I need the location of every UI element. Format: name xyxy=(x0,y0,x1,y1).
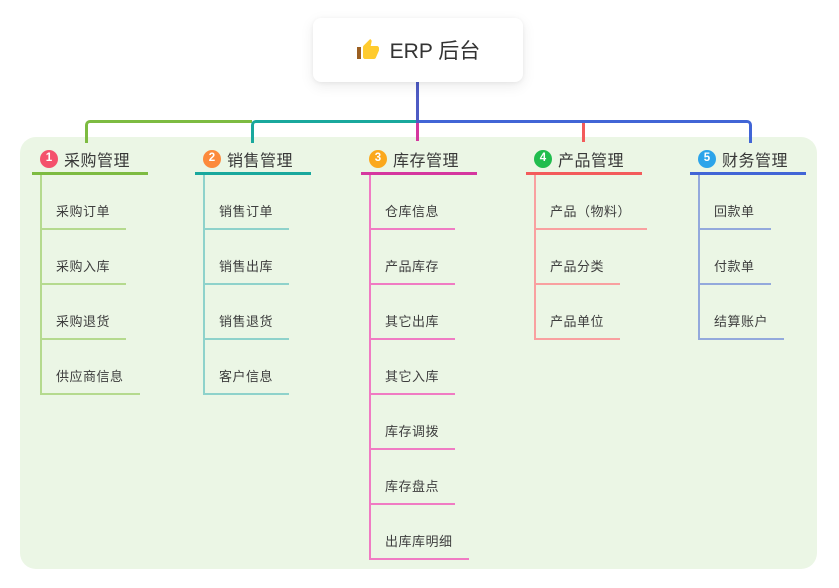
branch-3-item-1[interactable]: 仓库信息 xyxy=(371,175,456,230)
branch-1-label: 采购管理 xyxy=(64,152,131,170)
connector-branch-5 xyxy=(418,120,752,143)
branch-2-children: 销售订单销售出库销售退货客户信息 xyxy=(203,175,290,395)
branch-4-label: 产品管理 xyxy=(558,152,625,170)
branch-2-number-badge: 2 xyxy=(203,149,221,168)
branch-1-children: 采购订单采购入库采购退货供应商信息 xyxy=(40,175,140,395)
branch-2-item-2[interactable]: 销售出库 xyxy=(205,230,290,285)
branch-4-item-1[interactable]: 产品（物料） xyxy=(536,175,648,230)
branch-1: 1 采购管理采购订单采购入库采购退货供应商信息 xyxy=(32,145,149,395)
branch-1-item-4[interactable]: 供应商信息 xyxy=(42,340,140,395)
branch-5-item-2[interactable]: 付款单 xyxy=(700,230,771,285)
root-node[interactable]: ERP 后台 xyxy=(313,18,523,82)
branch-4-item-3[interactable]: 产品单位 xyxy=(536,285,621,340)
connector-root-line xyxy=(416,82,419,123)
branch-3-label: 库存管理 xyxy=(393,152,460,170)
branches-panel xyxy=(20,137,817,569)
connector-branch-2 xyxy=(251,120,418,143)
branch-3-item-4[interactable]: 其它入库 xyxy=(371,340,456,395)
branch-1-item-1[interactable]: 采购订单 xyxy=(42,175,127,230)
branch-5-children: 回款单付款单结算账户 xyxy=(698,175,785,340)
branch-1-item-2[interactable]: 采购入库 xyxy=(42,230,127,285)
connector-branch-3 xyxy=(416,123,419,141)
branch-2-item-1[interactable]: 销售订单 xyxy=(205,175,290,230)
branch-2-item-4[interactable]: 客户信息 xyxy=(205,340,290,395)
branch-4-title[interactable]: 4 产品管理 xyxy=(526,145,643,175)
connector-branch-1 xyxy=(85,120,252,143)
connector-branch-4 xyxy=(582,123,585,142)
branch-4-children: 产品（物料）产品分类产品单位 xyxy=(534,175,648,340)
branch-1-number-badge: 1 xyxy=(40,149,58,168)
branch-3-children: 仓库信息产品库存其它出库其它入库库存调拨库存盘点出库库明细 xyxy=(369,175,469,560)
branch-5-label: 财务管理 xyxy=(722,152,789,170)
branch-5: 5 财务管理回款单付款单结算账户 xyxy=(690,145,807,340)
branch-3-title[interactable]: 3 库存管理 xyxy=(361,145,478,175)
branch-3: 3 库存管理仓库信息产品库存其它出库其它入库库存调拨库存盘点出库库明细 xyxy=(361,145,478,560)
branch-3-item-5[interactable]: 库存调拨 xyxy=(371,395,456,450)
branch-3-number-badge: 3 xyxy=(369,149,387,168)
branch-2: 2 销售管理销售订单销售出库销售退货客户信息 xyxy=(195,145,312,395)
branch-2-label: 销售管理 xyxy=(227,152,294,170)
branch-3-item-3[interactable]: 其它出库 xyxy=(371,285,456,340)
branch-4: 4 产品管理产品（物料）产品分类产品单位 xyxy=(526,145,648,340)
branch-3-item-2[interactable]: 产品库存 xyxy=(371,230,456,285)
root-node-label: ERP 后台 xyxy=(389,40,481,63)
branch-5-item-3[interactable]: 结算账户 xyxy=(700,285,785,340)
branch-3-item-7[interactable]: 出库库明细 xyxy=(371,505,469,560)
branch-1-title[interactable]: 1 采购管理 xyxy=(32,145,149,175)
branch-1-item-3[interactable]: 采购退货 xyxy=(42,285,127,340)
thumbs-up-icon xyxy=(356,39,379,59)
branch-5-number-badge: 5 xyxy=(698,149,716,168)
branch-4-item-2[interactable]: 产品分类 xyxy=(536,230,621,285)
branch-3-item-6[interactable]: 库存盘点 xyxy=(371,450,456,505)
branch-2-item-3[interactable]: 销售退货 xyxy=(205,285,290,340)
branch-2-title[interactable]: 2 销售管理 xyxy=(195,145,312,175)
branch-4-number-badge: 4 xyxy=(534,149,552,168)
branch-5-title[interactable]: 5 财务管理 xyxy=(690,145,807,175)
branch-5-item-1[interactable]: 回款单 xyxy=(700,175,771,230)
